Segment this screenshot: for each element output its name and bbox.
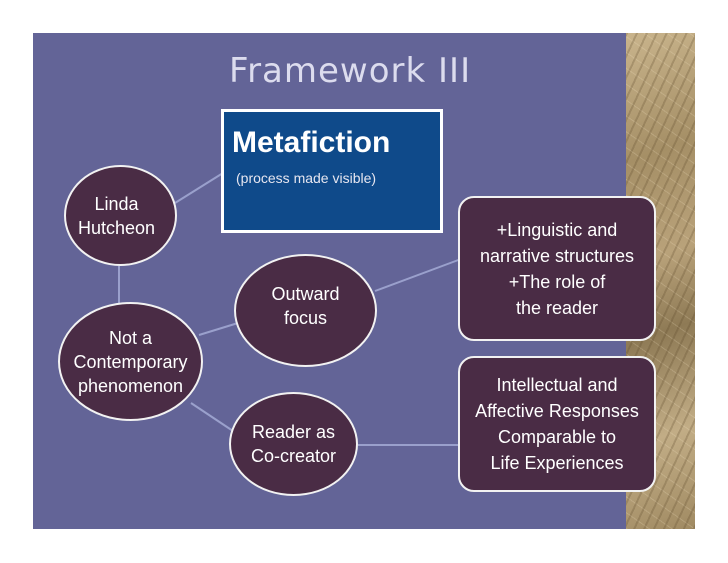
slide: Framework III Metafiction (process made … (33, 33, 695, 529)
box-responses: Intellectual and Affective Responses Com… (458, 356, 656, 492)
node-not-contemporary: Not a Contemporary phenomenon (58, 302, 203, 421)
connector-not-contemporary-to-outward (199, 323, 238, 335)
connector-hutcheon-to-metafiction (175, 173, 223, 203)
node-reader-as-co-creator: Reader as Co-creator (229, 392, 358, 496)
node-outward-focus: Outward focus (234, 254, 377, 367)
metafiction-box: Metafiction (process made visible) (221, 109, 443, 233)
box-linguistic-structures: +Linguistic and narrative structures +Th… (458, 196, 656, 341)
slide-title: Framework III (229, 51, 471, 91)
node-linda-hutcheon: Linda Hutcheon (64, 165, 177, 266)
connector-not-contemporary-to-reader (191, 403, 236, 433)
connector-outward-to-structures (375, 259, 461, 291)
metafiction-subtitle: (process made visible) (236, 170, 376, 186)
metafiction-title: Metafiction (232, 126, 390, 160)
